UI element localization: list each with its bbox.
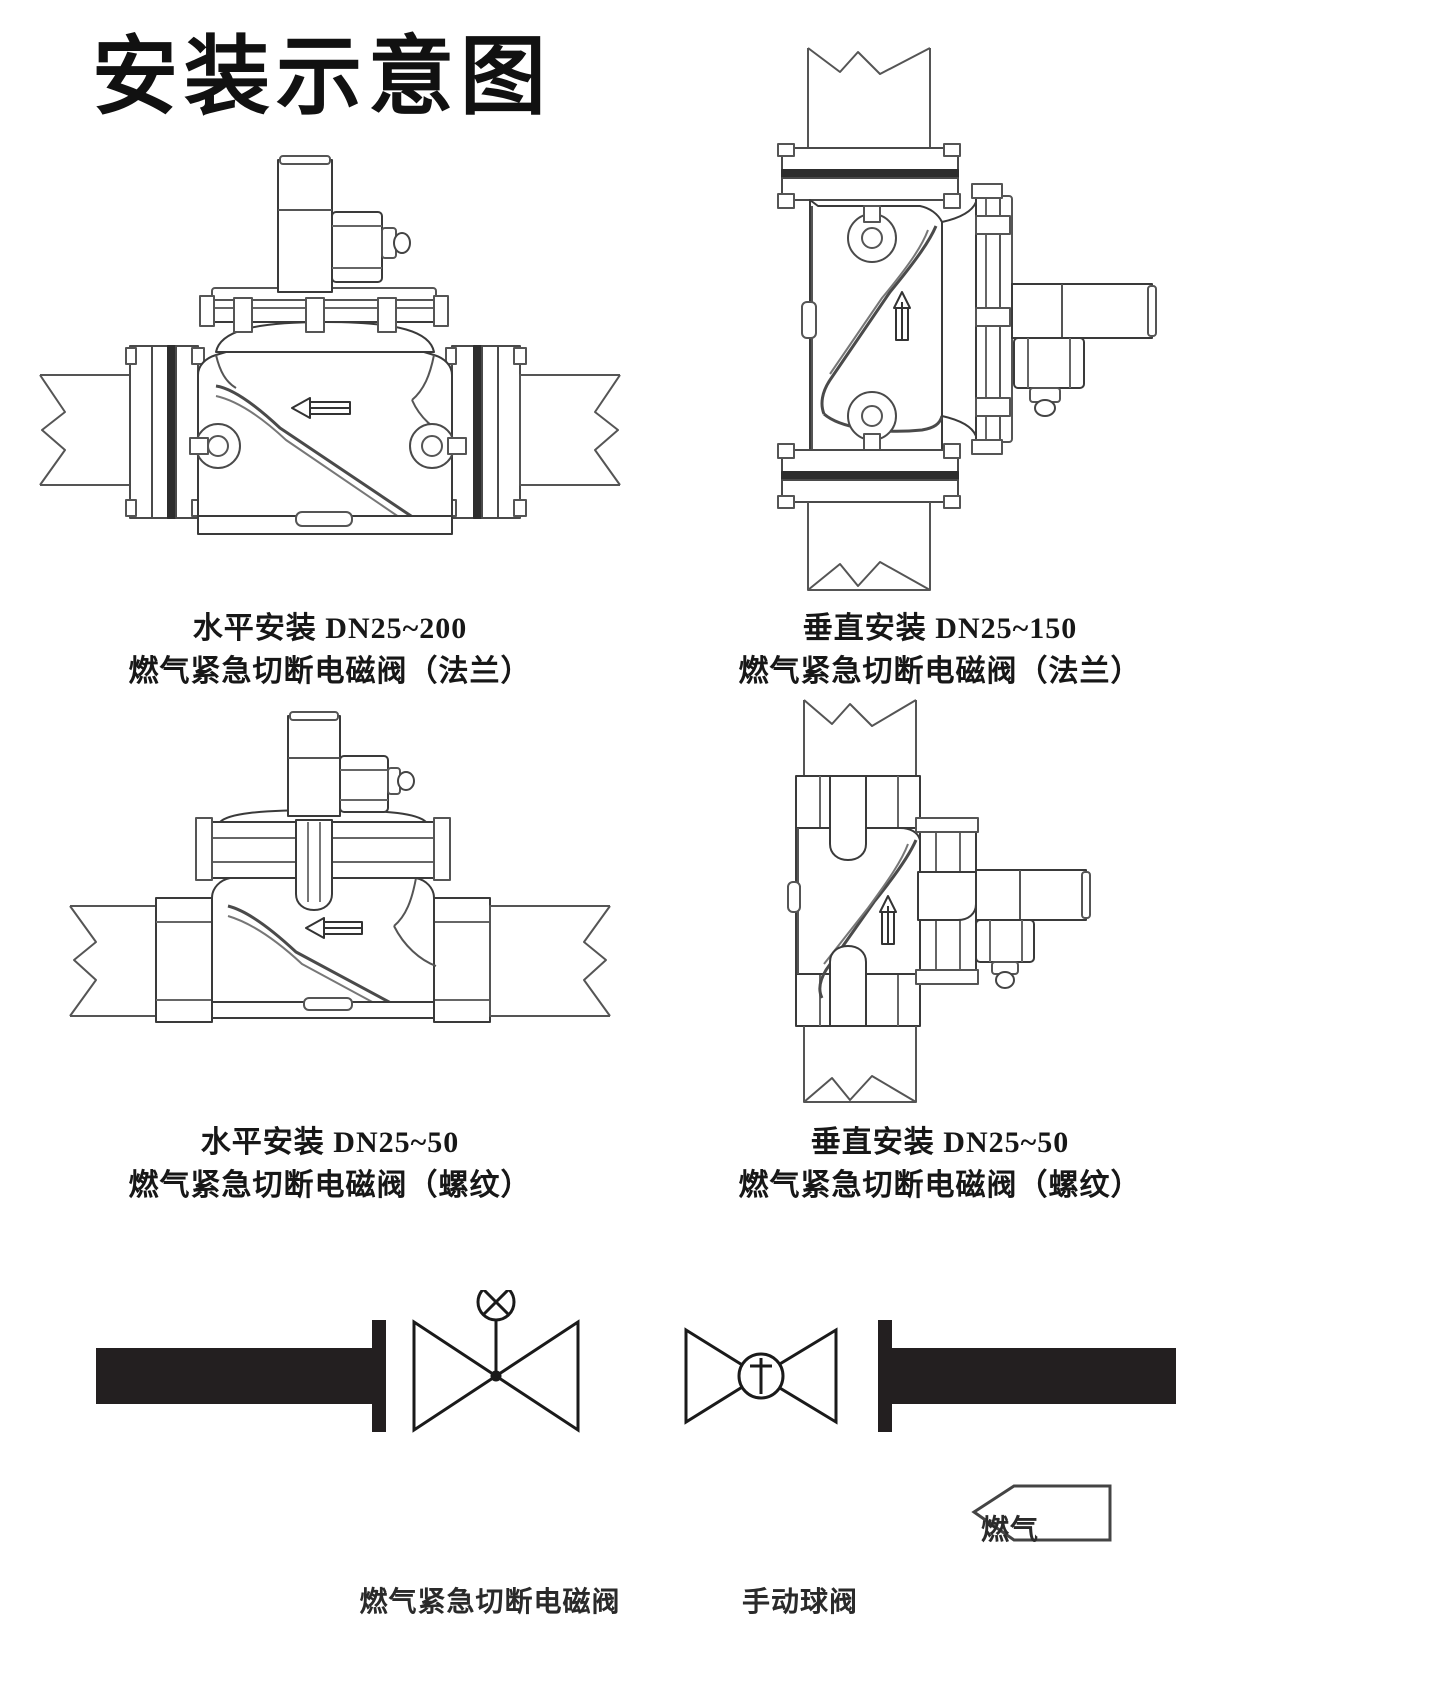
figure-horizontal-flange-valve xyxy=(20,150,640,590)
caption-line-1: 垂直安装 DN25~150 xyxy=(802,612,1078,645)
caption-line-2: 燃气紧急切断电磁阀（法兰） xyxy=(738,654,1142,688)
bottom-pipe xyxy=(807,502,931,591)
flow-direction-arrow xyxy=(879,895,897,945)
valve-body xyxy=(197,351,453,535)
flow-direction-arrow xyxy=(305,917,363,939)
vertical-flange-valve-drawing xyxy=(777,47,1157,591)
gas-direction-arrow xyxy=(971,1484,1112,1542)
flow-direction-arrow xyxy=(291,397,351,419)
right-thread-socket xyxy=(433,897,491,1023)
figure-vertical-flange-valve xyxy=(690,30,1250,600)
solenoid-coil xyxy=(331,211,411,283)
bottom-pipe xyxy=(803,1026,917,1103)
valve-stem xyxy=(287,711,341,817)
top-pipe xyxy=(807,47,931,149)
caption-line-1: 垂直安装 DN25~50 xyxy=(810,1126,1070,1159)
figure-horizontal-threaded-valve xyxy=(60,710,620,1110)
caption-vertical-flange-valve: 垂直安装 DN25~150 燃气紧急切断电磁阀（法兰） xyxy=(640,608,1240,693)
valve-stem xyxy=(1011,283,1157,339)
vertical-threaded-valve-drawing xyxy=(787,699,1091,1103)
solenoid-coil xyxy=(975,919,1035,989)
caption-horizontal-flange-valve: 水平安装 DN25~200 燃气紧急切断电磁阀（法兰） xyxy=(30,608,630,693)
left-pipe xyxy=(69,905,157,1017)
caption-vertical-threaded-valve: 垂直安装 DN25~50 燃气紧急切断电磁阀（螺纹） xyxy=(640,1122,1240,1207)
valve-bonnet xyxy=(941,183,1013,455)
body-bolts xyxy=(847,205,897,453)
flow-direction-arrow xyxy=(893,291,911,341)
right-flange xyxy=(445,345,527,519)
ball-valve-symbol xyxy=(684,1327,838,1425)
valve-stem xyxy=(277,155,333,293)
caption-line-2: 燃气紧急切断电磁阀（螺纹） xyxy=(128,1168,532,1202)
valve-bonnet xyxy=(199,287,449,353)
left-flange xyxy=(125,345,205,519)
solenoid-coil xyxy=(339,755,415,813)
legend-label-ball-valve: 手动球阀 xyxy=(741,1587,858,1618)
legend-symbol-row: 燃气紧急切断电磁阀 手动球阀 燃气 xyxy=(0,1262,1440,1690)
body-side-bolts xyxy=(189,423,467,469)
caption-line-1: 水平安装 DN25~50 xyxy=(200,1126,460,1159)
caption-line-2: 燃气紧急切断电磁阀（法兰） xyxy=(128,654,532,688)
left-thread-socket xyxy=(155,897,213,1023)
valve-body xyxy=(801,199,944,451)
solenoid-valve-symbol xyxy=(412,1262,580,1433)
legend-label-gas: 燃气 xyxy=(980,1515,1039,1546)
solenoid-coil xyxy=(1013,337,1085,417)
valve-bonnet xyxy=(195,809,451,911)
figure-vertical-threaded-valve xyxy=(720,690,1220,1110)
left-pipe-solid xyxy=(96,1320,386,1432)
right-pipe-solid xyxy=(878,1320,1176,1432)
horizontal-flange-valve-drawing xyxy=(39,155,621,535)
top-flange xyxy=(777,143,961,209)
right-pipe xyxy=(489,905,611,1017)
legend-label-solenoid-valve: 燃气紧急切断电磁阀 xyxy=(359,1587,621,1618)
caption-line-2: 燃气紧急切断电磁阀（螺纹） xyxy=(738,1168,1142,1202)
caption-horizontal-threaded-valve: 水平安装 DN25~50 燃气紧急切断电磁阀（螺纹） xyxy=(30,1122,630,1207)
caption-line-1: 水平安装 DN25~200 xyxy=(192,612,468,645)
valve-bonnet xyxy=(915,817,979,985)
horizontal-threaded-valve-drawing xyxy=(69,711,611,1023)
page-title: 安装示意图 xyxy=(92,27,552,127)
right-pipe xyxy=(519,374,621,486)
top-pipe xyxy=(803,699,917,777)
bottom-flange xyxy=(777,443,961,509)
legend-symbols-drawing xyxy=(96,1262,1176,1542)
valve-stem xyxy=(975,869,1091,921)
